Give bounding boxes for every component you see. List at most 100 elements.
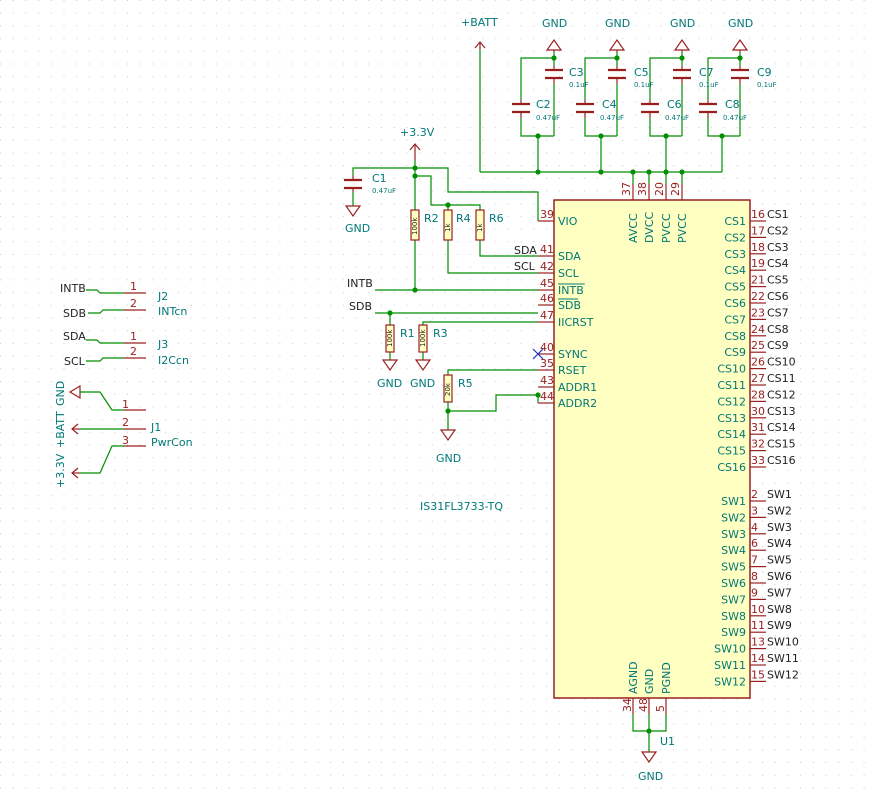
- chip-pin-name: SDA: [558, 250, 581, 263]
- gnd-label-c1: GND: [345, 222, 370, 235]
- cap-c4[interactable]: C4 0.47uF: [576, 98, 624, 122]
- resistor-r3[interactable]: 100k R3: [418, 324, 448, 353]
- resistor-r2[interactable]: 100k R2: [410, 209, 439, 241]
- connector-j1[interactable]: GND +BATT +3.3V 1 2 3 J1 PwrCon: [54, 381, 193, 488]
- chip-pin-name: ADDR2: [558, 397, 597, 410]
- net-label-cs4: CS4: [767, 257, 789, 270]
- cap-c6[interactable]: C6 0.47uF: [641, 98, 689, 122]
- chip-pin-name: SW3: [721, 528, 746, 541]
- batt-power-label: +BATT: [461, 16, 498, 29]
- chip-pin-name: AGND: [627, 661, 640, 694]
- net-label-sw11: SW11: [767, 652, 799, 665]
- connector-j3[interactable]: SDA SCL 1 2 J3 I2Ccn: [63, 330, 189, 368]
- chip-left-nets: INTB SDA SCL SDB GND GND GND: [347, 244, 544, 465]
- cap-c9[interactable]: C9 0.1uF: [731, 66, 777, 89]
- net-label-cs2: CS2: [767, 224, 789, 237]
- resistor-r5[interactable]: 20k R5: [443, 374, 473, 403]
- j3-net-2: SCL: [64, 355, 86, 368]
- j3-pin-2: 2: [130, 345, 137, 358]
- chip-pin-number: 26: [751, 356, 765, 369]
- net-label-sw1: SW1: [767, 488, 792, 501]
- net-label-cs8: CS8: [767, 323, 789, 336]
- resistor-r4[interactable]: 1k R4: [443, 209, 471, 241]
- resistor-r1[interactable]: 100k R1: [385, 324, 415, 353]
- resistor-r6[interactable]: 1k R6: [475, 209, 504, 241]
- j2-net-2: SDB: [63, 307, 86, 320]
- chip-pin-name: SW4: [721, 544, 746, 557]
- chip-pin-number: 27: [751, 372, 765, 385]
- cap-c8[interactable]: C8 0.47uF: [699, 98, 747, 122]
- decoupling-caps-net: +BATT: [461, 16, 753, 184]
- cap-c1-value: 0.47uF: [372, 187, 396, 195]
- v33-net: +3.3V GND: [344, 126, 539, 293]
- chip-pin-name: SW9: [721, 626, 746, 639]
- cap-c7[interactable]: C7 0.1uF: [673, 66, 719, 89]
- chip-pin-number: 20: [653, 182, 666, 196]
- j1-pin-3: 3: [122, 434, 129, 447]
- j2-pin-2: 2: [130, 297, 137, 310]
- cap-c5[interactable]: C5 0.1uF: [608, 66, 654, 89]
- chip-pin-number: 21: [751, 274, 765, 287]
- resistor-r3-ref: R3: [433, 327, 448, 340]
- j1-value: PwrCon: [151, 436, 193, 449]
- chip-pin-name: CS6: [724, 297, 746, 310]
- connector-j2[interactable]: INTB SDB 1 2 J2 INTcn: [60, 280, 187, 320]
- cap-c8-ref: C8: [725, 98, 740, 111]
- chip-pin-name: CS4: [724, 264, 746, 277]
- cap-c2[interactable]: C2 0.47uF: [512, 98, 560, 122]
- gnd-label-r1: GND: [377, 377, 402, 390]
- cap-c1[interactable]: C1 0.47uF: [344, 172, 396, 195]
- chip-pin-number: 38: [636, 182, 649, 196]
- cap-c3[interactable]: C3 0.1uF: [545, 66, 589, 89]
- cap-c5-value: 0.1uF: [634, 81, 654, 89]
